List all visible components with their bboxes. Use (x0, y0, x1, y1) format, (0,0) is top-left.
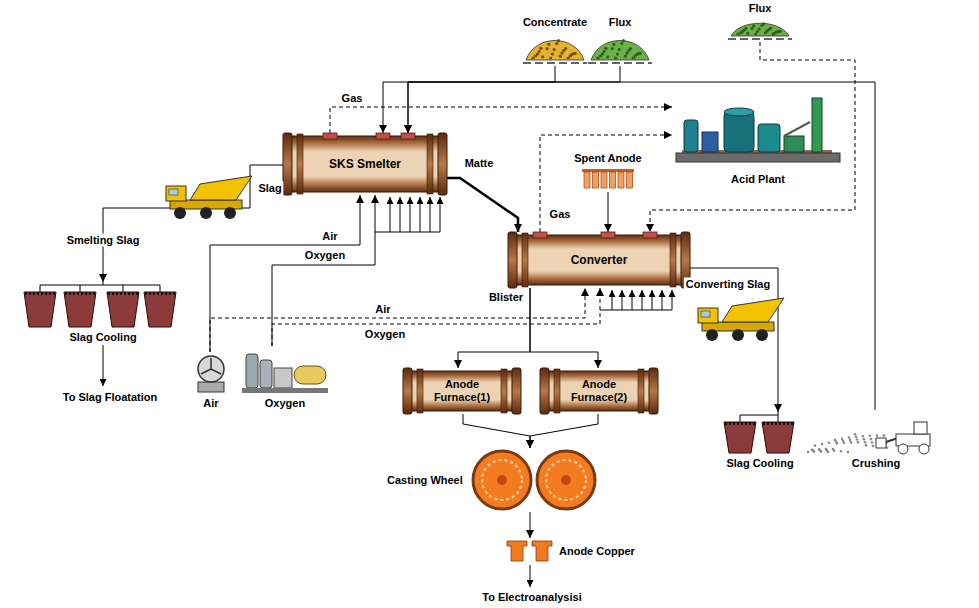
flow-connector (210, 195, 360, 352)
flow-connector (408, 66, 620, 133)
blower-icon (198, 356, 224, 392)
flow-connector (463, 414, 530, 448)
acid-plant: Acid Plant (672, 96, 844, 186)
annotation-label: Slag (256, 182, 283, 195)
node-label: Spent Anode (574, 152, 641, 165)
ore-pile (523, 39, 587, 63)
slag-truck (698, 298, 784, 341)
annotation-label: To Slag Floatation (61, 391, 160, 404)
flow-connector (530, 512, 531, 538)
wheels (473, 451, 595, 509)
anode-rack (582, 169, 634, 188)
anode-furnace: Anode Furnace(1) (403, 368, 521, 414)
flux-pile: Flux (728, 2, 792, 42)
edge-label: Converting Slag (684, 278, 772, 291)
node-label: Anode Furnace(2) (563, 378, 635, 404)
slag-pots (724, 412, 794, 453)
node-label: Air (203, 397, 218, 410)
spent-anode: Spent Anode (560, 152, 656, 192)
node-label: Flux (749, 2, 772, 15)
oxygen-plant: Oxygen (240, 346, 330, 410)
node-label: Oxygen (265, 397, 305, 410)
flow-connector (608, 192, 609, 232)
node-label: Slag Cooling (69, 331, 136, 344)
edge-label: Smelting Slag (65, 234, 142, 247)
flow-connector (447, 178, 518, 232)
sks-smelter: SKS Smelter (283, 133, 447, 195)
converter: Converter (508, 232, 690, 288)
flow-connector (383, 66, 555, 133)
edge-label: Gas (340, 92, 365, 105)
furnace-shell (540, 368, 658, 414)
crushing: Crushing (806, 410, 946, 470)
node-label: Flux (609, 16, 632, 29)
casting-wheel: Casting Wheel (385, 448, 605, 512)
node-label: Concentrate (523, 16, 587, 29)
anode-furnace: Anode Furnace(2) (540, 368, 658, 414)
furnace-shell (283, 133, 447, 195)
flow-connector (272, 288, 600, 346)
slag-truck (166, 176, 252, 219)
smelter-tuyeres (375, 197, 440, 232)
edge-label: Air (320, 230, 339, 243)
node-label: SKS Smelter (329, 158, 401, 171)
slag-cooling: Slag Cooling (716, 412, 804, 470)
flow-connector (458, 288, 530, 368)
flow-connector (530, 288, 598, 368)
slag-pots (24, 282, 176, 327)
node-label: Casting Wheel (387, 474, 463, 487)
furnace-shell (508, 232, 690, 288)
crushing-illustration (807, 422, 930, 454)
furnace-shell (403, 368, 521, 414)
edge-label: Air (373, 303, 392, 316)
ore-pile (728, 22, 792, 39)
edge-label: Matte (463, 157, 496, 170)
oxygen-plant-icon (242, 354, 328, 393)
converter-tuyeres (600, 290, 672, 310)
edge-label: Gas (548, 208, 573, 221)
concentrate-pile: Concentrate (512, 16, 598, 66)
node-label: Crushing (852, 457, 900, 470)
flow-connector (272, 195, 375, 346)
node-label: Acid Plant (731, 173, 785, 186)
outflow-arrow (530, 565, 531, 587)
flow-connector (210, 288, 585, 352)
flow-connector (330, 107, 672, 133)
acid-plant-art (672, 96, 844, 186)
annotation-label: To Electroanalysisi (480, 591, 583, 604)
flux-pile: Flux (590, 16, 650, 66)
flow-connector (103, 165, 283, 282)
edge-label: Oxygen (303, 249, 347, 262)
flow-connector (408, 82, 875, 410)
edge-label: Oxygen (363, 328, 407, 341)
flow-connector (540, 135, 672, 232)
edge-label: Blister (487, 291, 525, 304)
slag-cooling: Slag Cooling (20, 282, 186, 344)
acid-plant-illustration (676, 98, 840, 162)
node-label: Slag Cooling (726, 457, 793, 470)
anode-icons (507, 541, 552, 561)
ore-pile (588, 39, 652, 63)
outflow-arrow (103, 345, 104, 386)
node-label: Converter (571, 254, 628, 267)
flow-connector (650, 42, 855, 232)
node-label: Anode Copper (559, 545, 635, 558)
anode-copper: Anode Copper (505, 538, 645, 564)
air-blower: Air (194, 352, 228, 410)
node-label: Anode Furnace(1) (426, 378, 498, 404)
flow-connector (530, 414, 598, 448)
